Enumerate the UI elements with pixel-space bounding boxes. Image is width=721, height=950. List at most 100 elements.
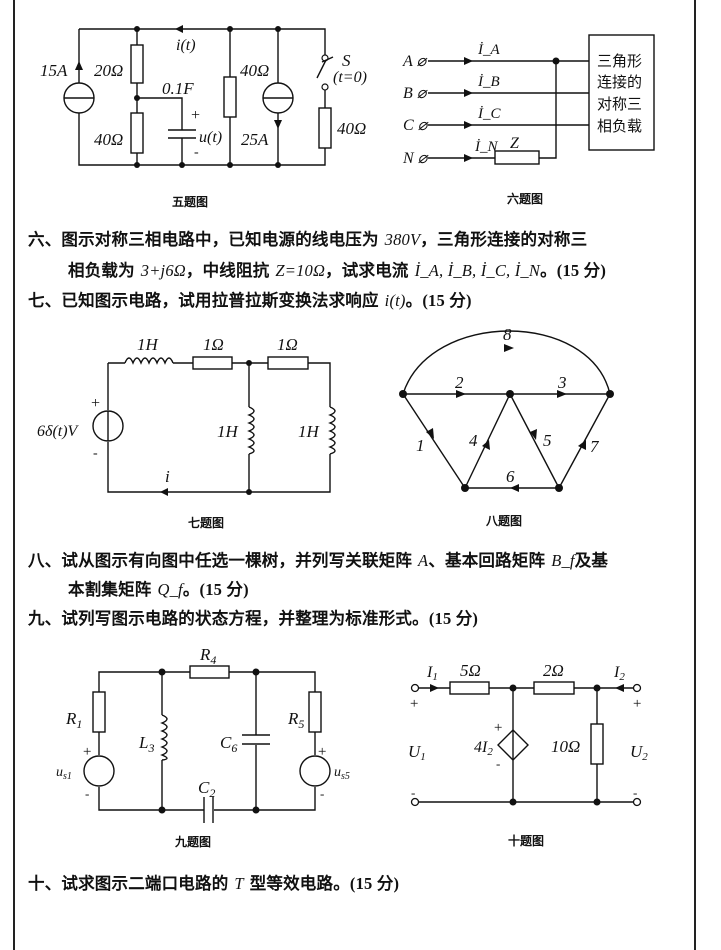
q8-text: 、基本回路矩阵 [428, 551, 552, 570]
q6-text: ，中线阻抗 [185, 261, 276, 280]
q10-t: T [234, 874, 244, 893]
port-2-terminal-top [632, 683, 642, 693]
node-dot [158, 668, 166, 676]
edge-1 [402, 393, 466, 489]
resistor-1ohm-a [192, 356, 233, 370]
label-edge-1: 1 [416, 436, 425, 455]
label-plus: + [82, 744, 92, 760]
label-20ohm: 20Ω [94, 61, 123, 80]
label-line-n: N ⌀ [402, 150, 429, 167]
arrow-left-icon [175, 25, 183, 33]
question-8-line-1: 八、试从图示有向图中任选一棵树，并列写关联矩阵 A、基本回路矩阵 B_f及基 [28, 549, 608, 573]
label-i2: I2 [613, 664, 625, 683]
label-u2: U2 [630, 742, 648, 763]
label-current-ib: İ_B [477, 74, 500, 90]
q6-voltage: 380V [384, 230, 421, 249]
edge-8 [402, 330, 611, 395]
load-text-4: 相负载 [597, 117, 642, 135]
switch-terminal-bottom [321, 83, 329, 91]
q6-impedance: Z=10Ω [275, 261, 326, 280]
resistor-r4 [189, 665, 230, 679]
label-r2: 1Ω [277, 335, 298, 354]
fig7-wires [107, 362, 331, 493]
port-1-terminal-top [410, 683, 420, 693]
edge-4 [464, 393, 511, 489]
label-minus: - [633, 785, 637, 800]
label-l3: 1H [298, 422, 321, 441]
label-plus: + [409, 696, 419, 712]
label-edge-8: 8 [503, 325, 512, 344]
question-9: 九、试列写图示电路的状态方程，并整理为标准形式。(15 分) [28, 607, 478, 631]
q7-text: 。 [405, 291, 423, 310]
label-minus: - [93, 446, 98, 461]
question-7: 七、已知图示电路，试用拉普拉斯变换法求响应 i(t)。(15 分) [28, 289, 472, 313]
port-2-terminal-bottom [632, 797, 642, 807]
label-line-c: C ⌀ [403, 117, 429, 134]
label-10ohm: 10Ω [551, 737, 580, 756]
question-6-line-1: 六、图示对称三相电路中，已知电源的线电压为 380V，三角形连接的对称三 [28, 228, 587, 252]
label-switch: S [342, 51, 351, 70]
label-us1: us1 [56, 765, 72, 782]
label-c6: C6 [220, 733, 237, 755]
edge-5 [509, 393, 560, 489]
node-dot [246, 489, 252, 495]
inductor-1h-right [328, 406, 336, 455]
arrow-edge-5 [530, 429, 537, 440]
switch-arm [316, 59, 327, 79]
graph-node [555, 484, 563, 492]
q10-text: 型等效电路。 [243, 874, 350, 893]
label-us5: us5 [334, 765, 350, 782]
q10-points: (15 分) [349, 874, 400, 893]
arrow-right-icon [430, 684, 439, 692]
switch-blade [321, 56, 334, 63]
figure-6-three-phase: 三角形 连接的 对称三 相负载 A ⌀ B ⌀ C ⌀ N ⌀ İ_A İ_B … [402, 34, 655, 206]
label-25a: 25A [241, 130, 269, 149]
label-edge-4: 4 [469, 431, 478, 450]
port-1-terminal-bottom [410, 797, 420, 807]
arrow-edge-2 [456, 390, 466, 398]
q8-text: 。 [182, 580, 200, 599]
inductor-1h-series [124, 357, 174, 365]
label-current-ia: İ_A [477, 42, 500, 58]
label-z: Z [510, 135, 520, 152]
label-i1: I1 [426, 664, 438, 683]
label-plus: + [190, 107, 201, 124]
figure-5-circuit: 15A 20Ω 40Ω i(t) 0.1F + - u(t) 40Ω 25A S… [40, 25, 367, 209]
arrow-edge-8 [504, 344, 514, 352]
caption-fig5: 五题图 [172, 195, 208, 209]
arrow-edge-6 [510, 484, 519, 492]
arrow-up-icon [75, 61, 83, 70]
label-current-it: i(t) [176, 37, 196, 54]
fig6-wires [428, 60, 589, 159]
q8-matrix-a: A [418, 551, 429, 570]
page-border-left [13, 0, 15, 950]
label-40ohm-c: 40Ω [337, 119, 366, 138]
label-c2: C2 [198, 778, 215, 800]
label-40ohm-b: 40Ω [240, 61, 269, 80]
resistor-40b [223, 76, 237, 118]
label-15a: 15A [40, 61, 68, 80]
label-minus: - [320, 786, 324, 801]
resistor-1ohm-b [267, 356, 309, 370]
label-plus: + [90, 395, 101, 412]
label-edge-6: 6 [506, 467, 515, 486]
resistor-20 [130, 44, 144, 84]
label-current-ic: İ_C [477, 106, 501, 122]
node-dot [593, 798, 601, 806]
label-line-a: A ⌀ [402, 53, 427, 70]
label-r4: R4 [199, 645, 216, 667]
label-minus: - [85, 786, 89, 801]
label-u1: U1 [408, 742, 426, 763]
q8-matrix-bf: B_f [551, 551, 575, 570]
figure-8-directed-graph: 1 2 3 4 5 6 7 8 八题图 [399, 325, 614, 528]
label-2ohm: 2Ω [543, 661, 564, 680]
voltage-source-us1 [83, 755, 115, 787]
label-r1: 1Ω [203, 335, 224, 354]
label-40ohm-a: 40Ω [94, 130, 123, 149]
label-minus: - [194, 145, 199, 160]
node-dot [509, 684, 517, 692]
label-line-b: B ⌀ [403, 85, 428, 102]
node-dot [246, 360, 252, 366]
label-l2: 1H [217, 422, 240, 441]
label-cap: 0.1F [162, 79, 194, 98]
